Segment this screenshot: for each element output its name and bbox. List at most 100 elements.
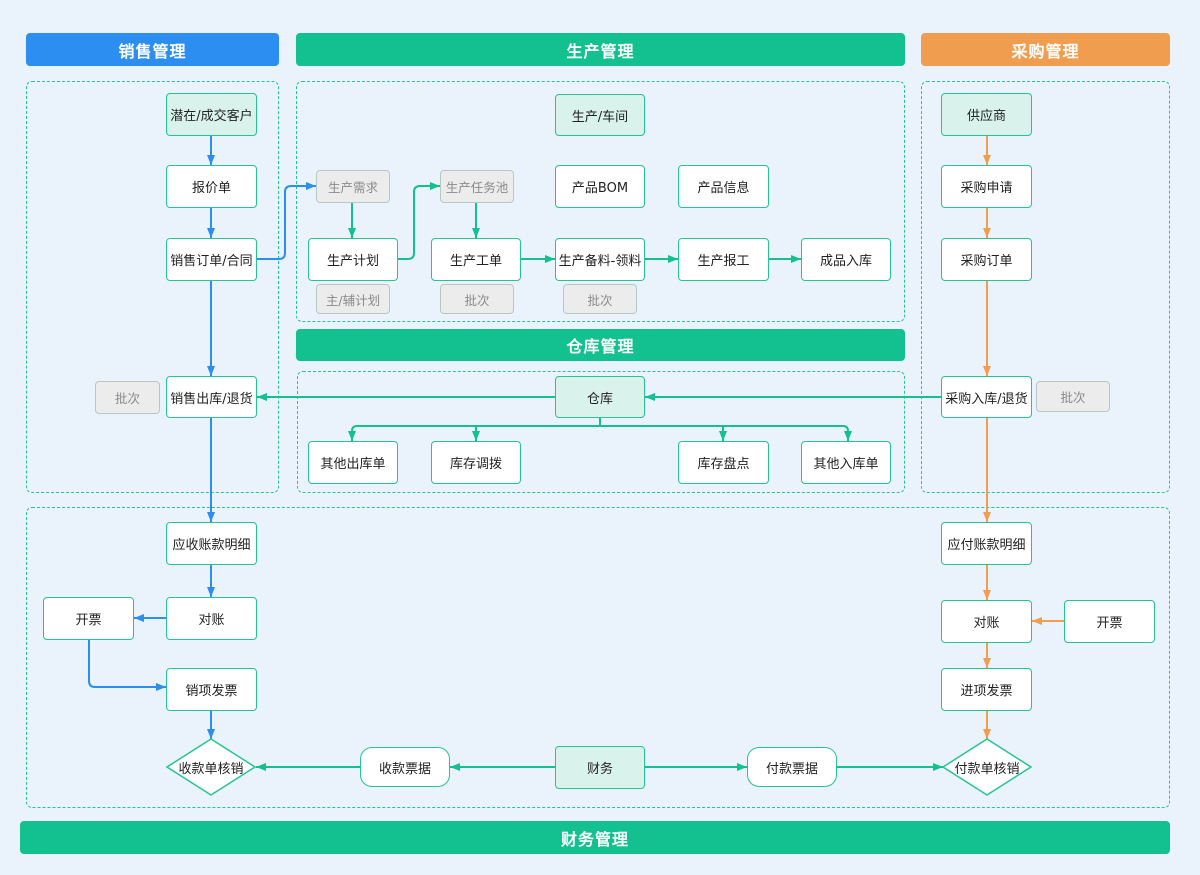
sales-order-node: 销售订单/合同 <box>166 238 257 281</box>
material-picking-node: 生产备料-领料 <box>555 238 645 281</box>
task-pool-node: 生产任务池 <box>440 170 514 203</box>
customer-node: 潜在/成交客户 <box>166 93 257 136</box>
payment-bill-node: 付款票据 <box>747 747 837 787</box>
warehouse-label: 仓库 <box>586 391 613 407</box>
workshop-label: 生产/车间 <box>571 109 629 125</box>
bom-node: 产品BOM <box>555 165 645 208</box>
ar-reconcile-node: 对账 <box>166 597 257 640</box>
production-section-header: 生产管理 <box>296 33 905 66</box>
work-order-label: 生产工单 <box>449 254 502 269</box>
receipt-bill-node: 收款票据 <box>360 747 450 787</box>
finished-inbound-node: 成品入库 <box>801 238 891 281</box>
purchase-batch-tag: 批次 <box>1036 381 1110 412</box>
sales-batch-tag: 批次 <box>95 381 160 414</box>
production-demand-label: 生产需求 <box>327 180 378 195</box>
purchase-group-frame <box>921 81 1170 493</box>
warehouse-node: 仓库 <box>555 376 645 418</box>
receipt-writeoff-label: 收款单核销 <box>178 761 244 777</box>
input-invoice-node: 进项发票 <box>941 668 1032 711</box>
finance-section-title: 财务管理 <box>560 829 629 849</box>
supplier-node: 供应商 <box>941 93 1032 136</box>
arrow-plan-to-task-pool <box>398 182 440 260</box>
payment-writeoff-label: 付款单核销 <box>954 761 1020 777</box>
arrow-warehouse-to-other-outbound <box>348 425 358 441</box>
purchase-order-node: 采购订单 <box>941 238 1032 281</box>
stocktake-label: 库存盘点 <box>697 457 750 472</box>
purchase-inbound-label: 采购入库/退货 <box>945 391 1028 407</box>
ap-reconcile-label: 对账 <box>973 616 1000 631</box>
receivable-label: 应收账款明细 <box>172 538 251 553</box>
ar-reconcile-label: 对账 <box>198 613 225 628</box>
supplier-label: 供应商 <box>966 109 1006 124</box>
purchase-section-header: 采购管理 <box>921 33 1170 66</box>
payable-node: 应付账款明细 <box>941 522 1032 565</box>
payment-writeoff-diamond-shape <box>942 738 1032 796</box>
task-pool-label: 生产任务池 <box>445 180 509 195</box>
sales-outbound-node: 销售出库/退货 <box>166 376 257 418</box>
other-outbound-node: 其他出库单 <box>308 441 398 484</box>
production-plan-node: 生产计划 <box>308 238 398 281</box>
purchase-section-title: 采购管理 <box>1011 41 1080 61</box>
sales-section-title: 销售管理 <box>118 41 187 61</box>
product-info-label: 产品信息 <box>697 181 750 196</box>
arrow-invoice-issue-to-output-invoice <box>88 640 166 691</box>
output-invoice-label: 销项发票 <box>185 684 238 699</box>
payable-label: 应付账款明细 <box>947 538 1026 553</box>
workshop-node: 生产/车间 <box>555 94 645 136</box>
ar-invoice-issue-label: 开票 <box>75 613 102 628</box>
sales-section-header: 销售管理 <box>26 33 279 66</box>
material-batch-label: 批次 <box>587 292 613 308</box>
warehouse-section-title: 仓库管理 <box>566 337 635 356</box>
purchase-request-label: 采购申请 <box>960 181 1013 196</box>
bom-label: 产品BOM <box>571 181 629 196</box>
sales-group-frame <box>26 81 279 493</box>
quote-label: 报价单 <box>191 181 231 196</box>
production-section-title: 生产管理 <box>566 41 635 61</box>
quote-node: 报价单 <box>166 165 257 208</box>
work-order-batch-tag: 批次 <box>440 284 514 314</box>
work-order-node: 生产工单 <box>431 238 521 281</box>
arrow-sales-order-to-production-demand <box>257 182 316 260</box>
finance-label: 财务 <box>586 762 613 777</box>
production-plan-label: 生产计划 <box>326 254 379 269</box>
plan-type-label: 主/辅计划 <box>325 292 381 308</box>
plan-type-tag: 主/辅计划 <box>316 284 390 314</box>
payment-bill-label: 付款票据 <box>765 761 818 777</box>
sales-outbound-label: 销售出库/退货 <box>170 391 253 407</box>
receipt-writeoff-decision: 收款单核销 <box>166 738 256 796</box>
purchase-request-node: 采购申请 <box>941 165 1032 208</box>
stock-transfer-label: 库存调拨 <box>449 457 502 472</box>
material-picking-label: 生产备料-领料 <box>558 254 642 269</box>
production-report-label: 生产报工 <box>697 254 750 269</box>
other-outbound-label: 其他出库单 <box>320 457 386 472</box>
receivable-node: 应收账款明细 <box>166 522 257 565</box>
purchase-inbound-node: 采购入库/退货 <box>941 376 1032 418</box>
stock-transfer-node: 库存调拨 <box>431 441 521 484</box>
ap-invoice-issue-node: 开票 <box>1064 600 1155 643</box>
warehouse-section-header: 仓库管理 <box>296 329 905 361</box>
purchase-order-label: 采购订单 <box>960 254 1013 269</box>
receipt-writeoff-diamond-shape <box>166 738 256 796</box>
customer-label: 潜在/成交客户 <box>170 109 253 124</box>
stocktake-node: 库存盘点 <box>678 441 769 484</box>
input-invoice-label: 进项发票 <box>960 684 1013 699</box>
sales-batch-label: 批次 <box>114 391 140 406</box>
receipt-bill-label: 收款票据 <box>378 761 431 777</box>
purchase-batch-label: 批次 <box>1060 390 1086 405</box>
product-info-node: 产品信息 <box>678 165 769 208</box>
finished-inbound-label: 成品入库 <box>819 254 872 269</box>
finance-section-header: 财务管理 <box>20 821 1170 854</box>
ap-reconcile-node: 对账 <box>941 600 1032 643</box>
ar-invoice-issue-node: 开票 <box>43 597 134 640</box>
finance-node: 财务 <box>555 746 645 789</box>
arrow-warehouse-to-other-inbound <box>842 425 852 441</box>
payment-writeoff-decision: 付款单核销 <box>942 738 1032 796</box>
material-batch-tag: 批次 <box>563 284 637 314</box>
work-order-batch-label: 批次 <box>464 292 490 308</box>
production-demand-node: 生产需求 <box>316 170 390 203</box>
finance-group-frame <box>26 507 1170 808</box>
production-report-node: 生产报工 <box>678 238 769 281</box>
other-inbound-label: 其他入库单 <box>813 457 879 472</box>
